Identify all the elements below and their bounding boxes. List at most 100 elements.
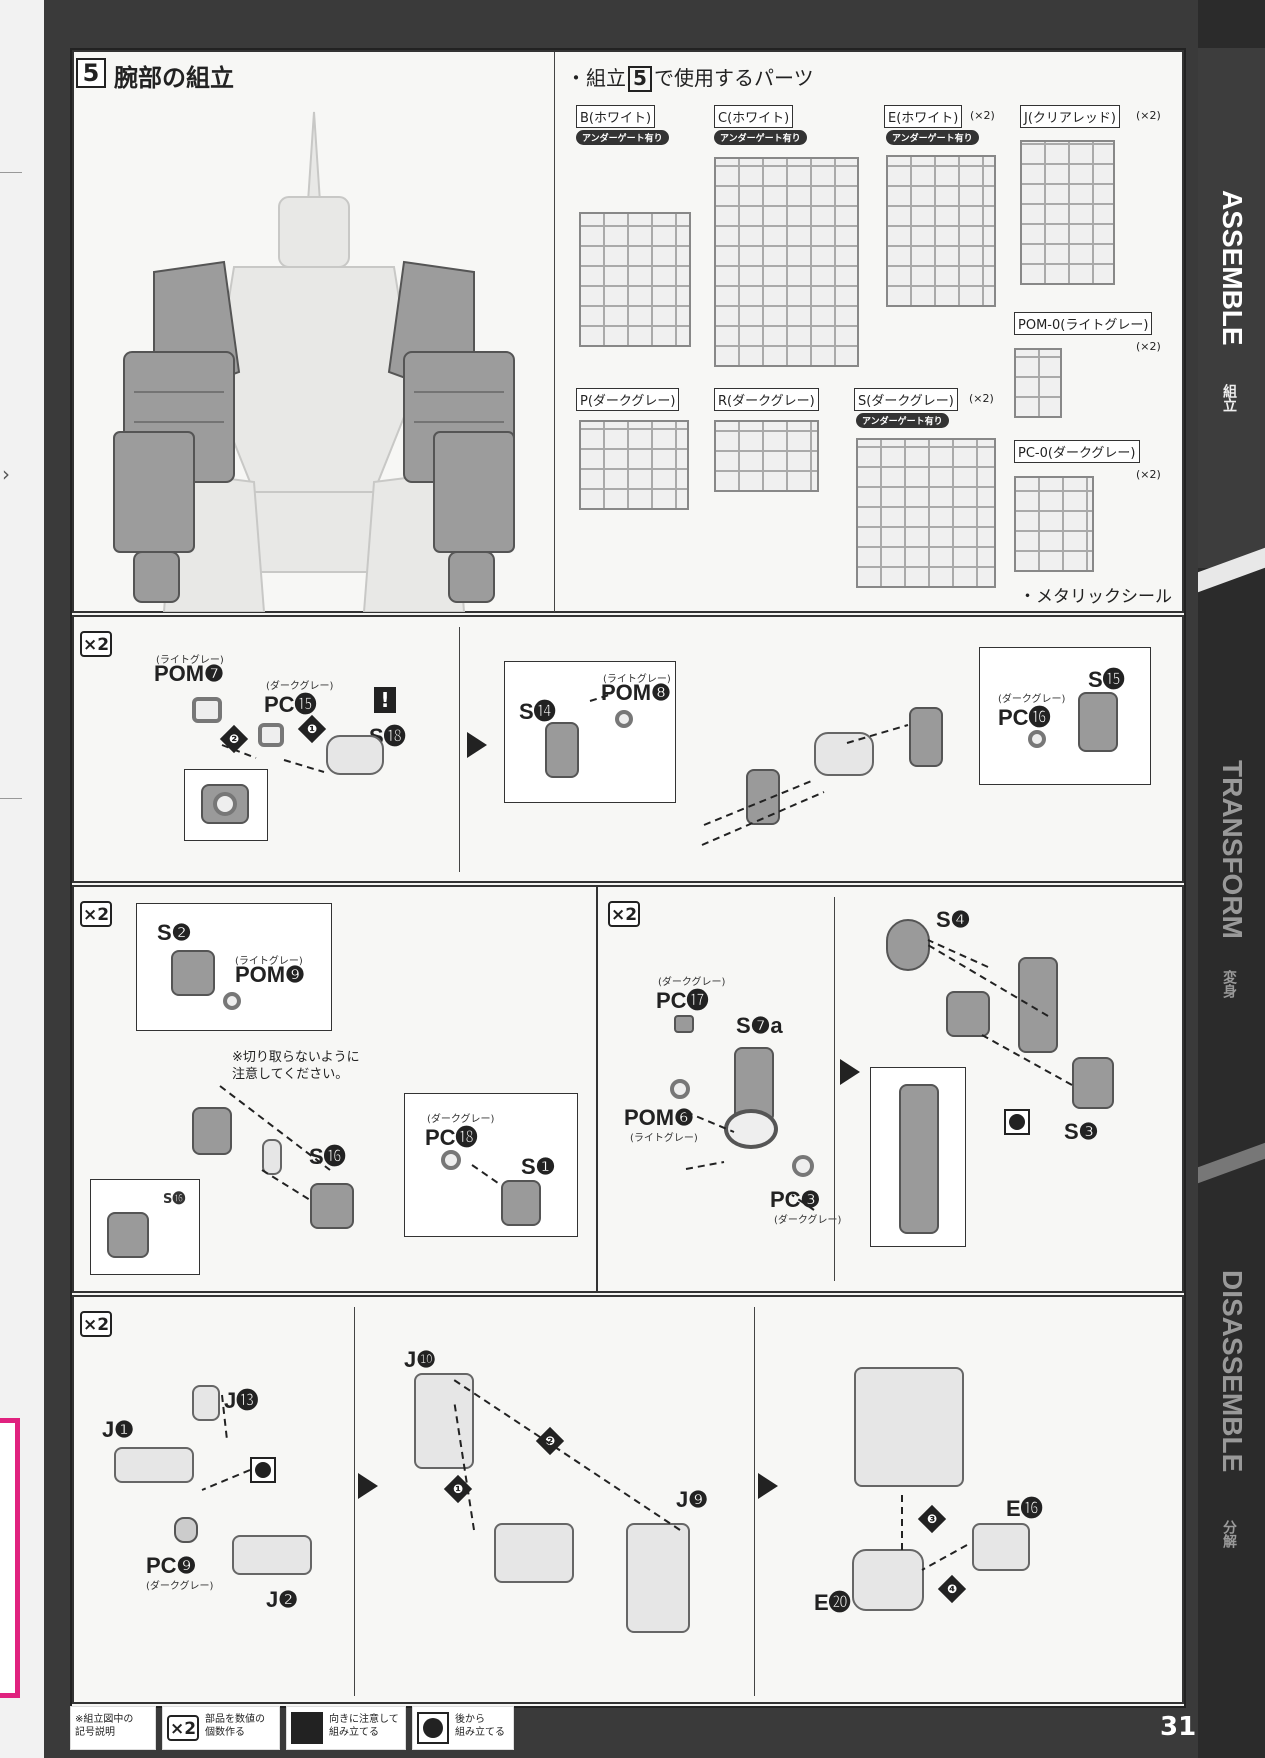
e20-label: E⓴ <box>814 1590 851 1615</box>
caution-icon <box>291 1712 323 1744</box>
part-s16 <box>262 1139 282 1175</box>
part-s14-assembled <box>746 769 780 825</box>
runner-pom-sprue <box>1014 348 1062 418</box>
part-s15 <box>1078 692 1118 752</box>
pom7-sub: (ライトグレー) <box>156 655 224 666</box>
part-s1-assembled <box>946 991 990 1037</box>
part-s15-assembled <box>909 707 943 767</box>
transform-label: TRANSFORM <box>1217 760 1248 939</box>
part-pc9 <box>174 1517 198 1543</box>
runner-j-sprue <box>1020 140 1115 285</box>
step-badge: ❶ <box>443 1474 473 1504</box>
s3-label: S❸ <box>1064 1119 1099 1144</box>
pom8-sub: (ライトグレー) <box>603 674 671 685</box>
part-pc17 <box>674 1015 694 1033</box>
part-j1-assembled <box>494 1523 574 1583</box>
detail-inset: S⓯ (ダークグレー) PC⓰ <box>979 647 1151 785</box>
legend-caution-text: 向きに注意して 組み立てる <box>329 1714 399 1738</box>
divider <box>596 887 598 1291</box>
runner-s-count: (×2) <box>969 392 994 405</box>
left-page-edge: › <box>0 0 44 1758</box>
part-j10 <box>414 1373 474 1469</box>
runner-b-tag: B(ホワイト) <box>576 105 656 128</box>
part-detail <box>201 784 249 824</box>
part-s4 <box>886 919 930 971</box>
divider <box>0 798 22 799</box>
pc3-label: PC❸ <box>770 1187 821 1212</box>
part-s3 <box>1072 1057 1114 1109</box>
part-s2-assembled <box>192 1107 232 1155</box>
legend-caution: 向きに注意して 組み立てる <box>286 1706 406 1750</box>
runner-e-gate: アンダーゲート有り <box>886 130 979 145</box>
multiplier-badge: ×2 <box>80 901 112 927</box>
step-title: 腕部の組立 <box>114 64 234 92</box>
part-pom7 <box>192 697 222 723</box>
symbol-legend: ※組立図中の 記号説明 ×2 部品を数値の 個数作る 向きに注意して 組み立てる… <box>70 1706 1196 1752</box>
part-s18-assembled <box>814 732 874 776</box>
back-assembly-dot <box>1009 1114 1025 1130</box>
step-badge: ❸ <box>917 1504 947 1534</box>
step-badge: ❷ <box>219 724 249 754</box>
part-e20 <box>852 1549 924 1611</box>
multiplier-badge: ×2 <box>80 1311 112 1337</box>
pc17-label: PC⓱ <box>656 988 709 1013</box>
back-assembly-icon <box>250 1457 276 1483</box>
ring-detail <box>213 792 237 816</box>
pom6-label: POM❻ <box>624 1105 694 1130</box>
s16-small-label: S⓰ <box>163 1192 186 1207</box>
legend-title: ※組立図中の 記号説明 <box>70 1706 156 1750</box>
step-badge: ❶ <box>297 714 327 744</box>
next-arrow-icon <box>467 732 487 758</box>
pc18-label: PC⓲ <box>425 1125 478 1150</box>
runner-j-tag: J(クリアレッド) <box>1020 105 1120 128</box>
s7a-label: S❼a <box>736 1013 783 1038</box>
pom9-label: POM❾ <box>235 962 305 987</box>
runner-r-sprue <box>714 420 819 492</box>
parts-heading-text: ・組立 <box>566 66 626 90</box>
part-pc15 <box>258 723 284 747</box>
legend-x2-text: 部品を数値の 個数作る <box>205 1714 265 1738</box>
next-arrow-icon <box>358 1473 378 1499</box>
pink-frame <box>0 1418 20 1698</box>
detail-inset: (ライトグレー) POM❽ S⓮ <box>504 661 676 803</box>
s4-label: S❹ <box>936 907 971 932</box>
runner-r-tag: R(ダークグレー) <box>714 388 819 411</box>
s16-label: S⓰ <box>309 1144 346 1169</box>
runner-s-sprue <box>856 438 996 588</box>
part-s14 <box>545 722 579 778</box>
chevron-right-icon: › <box>2 462 10 486</box>
section-sidebar: ASSEMBLE 組立 TRANSFORM 変身 DISASSEMBLE 分解 <box>1198 0 1265 1758</box>
multiplier-badge: ×2 <box>80 631 112 657</box>
runner-pc-tag: PC-0(ダークグレー) <box>1014 440 1140 463</box>
runner-c-tag: C(ホワイト) <box>714 105 794 128</box>
part-j1 <box>114 1447 194 1483</box>
runner-b-gate: アンダーゲート有り <box>576 130 669 145</box>
j10-label: J❿ <box>404 1347 436 1372</box>
cut-caution-note: ※切り取らないように 注意してください。 <box>232 1050 360 1082</box>
part-s7a-assembled <box>1018 957 1058 1053</box>
tab-divider <box>1198 1142 1265 1184</box>
instruction-page: 5 腕部の組立 <box>70 48 1186 1708</box>
runner-s-tag: S(ダークグレー) <box>854 388 958 411</box>
j2-label: J❷ <box>266 1587 298 1612</box>
runner-pc-sprue <box>1014 476 1094 572</box>
step-number: 5 <box>76 58 106 88</box>
transform-jp-label: 変身 <box>1222 970 1238 998</box>
divider <box>0 172 22 173</box>
pc3-sub: (ダークグレー) <box>774 1215 842 1226</box>
part-arm-assembled <box>854 1367 964 1487</box>
top-section: 5 腕部の組立 <box>72 50 1184 613</box>
detail-inset <box>184 769 268 841</box>
legend-x2: ×2 部品を数値の 個数作る <box>162 1706 280 1750</box>
part-pom8 <box>615 710 633 728</box>
runner-pom-tag: POM-0(ライトグレー) <box>1014 312 1153 335</box>
runner-s-gate: アンダーゲート有り <box>856 413 949 428</box>
runner-p-tag: P(ダークグレー) <box>576 388 680 411</box>
detail-inset <box>870 1067 966 1247</box>
divider <box>459 627 460 872</box>
pc18-sub: (ダークグレー) <box>427 1114 495 1125</box>
runner-p-sprue <box>579 420 689 510</box>
step-badge: ❹ <box>937 1574 967 1604</box>
panel-step-1: ×2 (ライトグレー) POM❼ (ダークグレー) PC⓯ ! S⓲ ❷ ❶ (… <box>72 615 1184 883</box>
